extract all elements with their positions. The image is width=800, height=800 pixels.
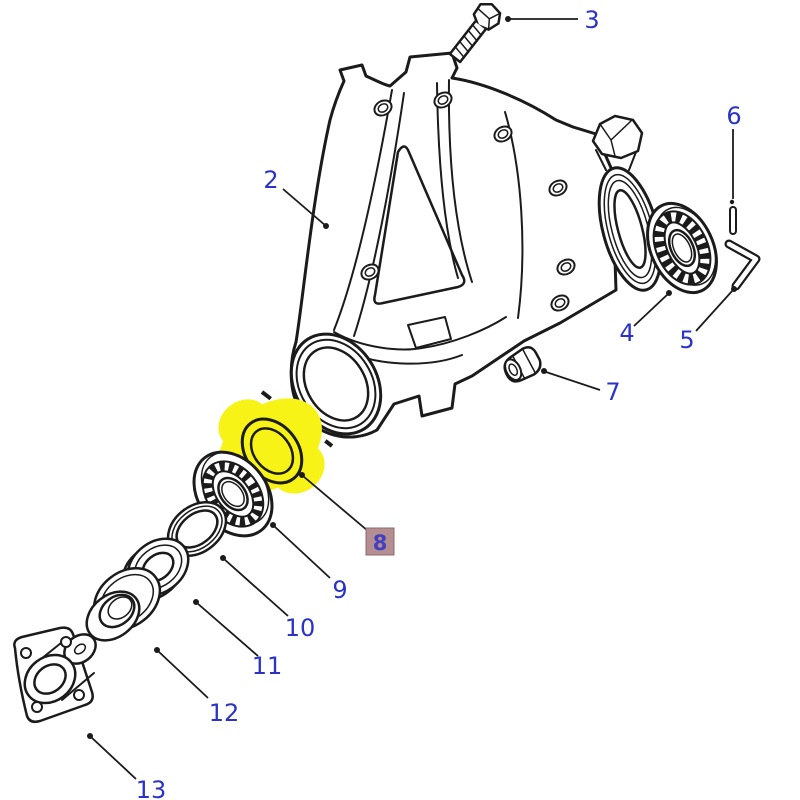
part-nut-drawing (503, 346, 542, 383)
part-flange-drawing (13, 626, 97, 724)
housing-ribbed-ring (597, 166, 663, 292)
callout-8[interactable]: 8 (373, 531, 388, 555)
callout-labels: 2 3 4 5 6 7 8 9 10 11 12 13 (136, 6, 742, 800)
housing-base-line (333, 316, 507, 351)
part-spacer-drawing (85, 567, 162, 642)
callout-5[interactable]: 5 (679, 326, 694, 354)
housing-rib-line (447, 79, 473, 283)
housing-pinion-cap-facets (599, 120, 632, 157)
leader-lines (87, 16, 737, 780)
part-bolt-drawing (448, 3, 502, 64)
callout-7[interactable]: 7 (605, 378, 620, 406)
callout-8-badge[interactable] (365, 527, 395, 556)
callout-13[interactable]: 13 (136, 776, 167, 800)
callout-2[interactable]: 2 (263, 166, 278, 194)
housing-rib-line (436, 82, 459, 279)
housing-rib-pocket (373, 145, 466, 305)
callout-6[interactable]: 6 (726, 102, 741, 130)
bolt-head-facets (477, 8, 501, 31)
part-pin-drawing (729, 199, 737, 235)
housing-bolt-holes (360, 91, 576, 312)
callout-3[interactable]: 3 (584, 6, 599, 34)
bolt-threads (454, 23, 483, 59)
housing-rib-line (333, 89, 393, 331)
bolt-shaft (448, 20, 487, 64)
flange-bolt-holes (20, 636, 85, 713)
callout-8-highlighted[interactable]: 8 (365, 527, 395, 556)
housing-rib-line (353, 92, 405, 337)
part-bearing-outer-drawing (646, 201, 718, 295)
part-shim-drawing (166, 500, 228, 558)
callout-12[interactable]: 12 (209, 699, 240, 727)
callout-11[interactable]: 11 (252, 652, 283, 680)
housing-neck-lines (595, 149, 637, 171)
housing-outline (289, 51, 618, 439)
callout-4[interactable]: 4 (619, 319, 634, 347)
callout-10[interactable]: 10 (285, 614, 316, 642)
callout-9[interactable]: 9 (332, 576, 347, 604)
housing-pinion-cap (591, 114, 644, 160)
housing-boss-detail (407, 316, 452, 349)
part-clip-drawing (724, 239, 761, 291)
